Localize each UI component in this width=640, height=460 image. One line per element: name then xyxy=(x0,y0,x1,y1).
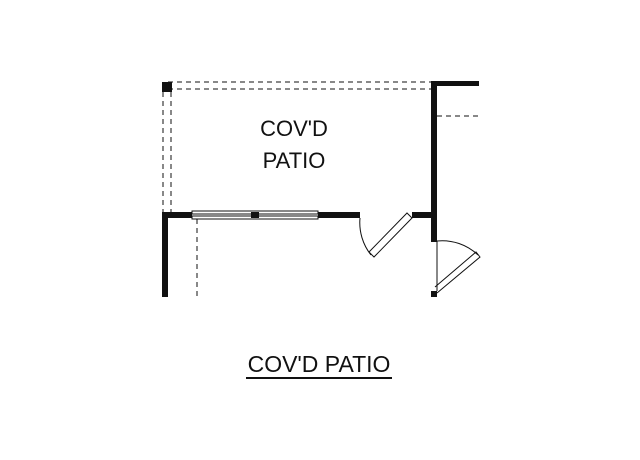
room-label-line2: PATIO xyxy=(263,148,326,173)
sliding-door-mullion xyxy=(251,212,259,218)
patio-outline xyxy=(162,81,432,212)
lower-wall-right-segment xyxy=(412,212,437,218)
door-jamb-bottom xyxy=(431,291,437,297)
corner-post xyxy=(162,82,172,92)
right-wall-top-cap xyxy=(431,81,479,86)
room-label-line1: COV'D xyxy=(260,116,328,141)
lower-wall-mid-segment xyxy=(318,212,360,218)
swing-door-right xyxy=(431,235,481,297)
swing-door-left xyxy=(359,212,413,258)
door-swing-arc xyxy=(359,217,372,256)
lower-wall-left-segment xyxy=(162,212,192,218)
door-swing-arc xyxy=(436,240,479,256)
lower-wall xyxy=(162,212,437,297)
right-wall-vertical xyxy=(431,81,437,242)
left-wall-vertical xyxy=(162,212,168,297)
plan-title: COV'D PATIO xyxy=(248,351,391,377)
door-jamb-top xyxy=(431,235,437,241)
door-leaf xyxy=(434,251,481,294)
door-leaf xyxy=(368,212,413,258)
sliding-door xyxy=(191,210,319,220)
right-wall xyxy=(431,81,480,242)
